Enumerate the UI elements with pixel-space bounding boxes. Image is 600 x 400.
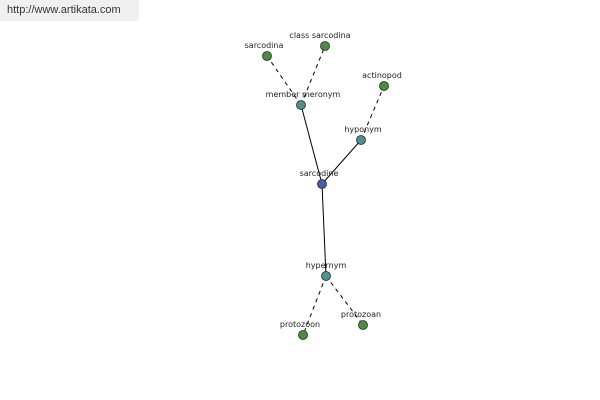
node-label-hyponym: hyponym [344,125,382,134]
node-sarcodine[interactable]: sarcodine [300,169,339,189]
node-hyponym[interactable]: hyponym [344,125,382,145]
node-label-actinopod: actinopod [362,71,402,80]
node-label-sarcodina: sarcodina [245,41,284,50]
edges-layer [266,45,385,336]
edge-sarcodine-hyponym [321,139,362,185]
edge-hypernym-protozoon [302,275,327,336]
watermark-url: http://www.artikata.com [0,0,139,21]
node-label-sarcodine: sarcodine [300,169,339,178]
node-dot-protozoan[interactable] [358,320,368,330]
node-dot-sarcodine[interactable] [317,179,327,189]
node-dot-protozoon[interactable] [298,330,308,340]
node-label-hypernym: hypernym [306,261,347,270]
node-actinopod[interactable]: actinopod [362,71,402,91]
edge-member-meronym-class-sarcodina [300,45,326,106]
edge-hyponym-actinopod [360,85,385,141]
node-dot-hyponym[interactable] [356,135,366,145]
node-dot-hypernym[interactable] [321,271,331,281]
edge-sarcodine-member-meronym [300,104,323,185]
node-label-class-sarcodina: class sarcodina [289,31,350,40]
node-dot-class-sarcodina[interactable] [320,41,330,51]
node-dot-sarcodina[interactable] [262,51,272,61]
nodes-layer: sarcodine member meronym hyponym hypernym sa… [245,31,402,340]
node-member-meronym[interactable]: member meronym [266,90,341,110]
node-protozoan[interactable]: protozoan [341,310,381,330]
node-hypernym[interactable]: hypernym [306,261,347,281]
edge-sarcodine-hypernym [321,183,327,277]
node-protozoon[interactable]: protozoon [280,320,320,340]
edge-member-meronym-sarcodina [266,55,302,106]
node-label-member-meronym: member meronym [266,90,341,99]
node-label-protozoan: protozoan [341,310,381,319]
node-class-sarcodina[interactable]: class sarcodina [289,31,351,51]
node-sarcodina[interactable]: sarcodina [245,41,284,61]
node-dot-member-meronym[interactable] [296,100,306,110]
node-dot-actinopod[interactable] [379,81,389,91]
edge-hypernym-protozoan [325,275,364,326]
node-label-protozoon: protozoon [280,320,320,329]
